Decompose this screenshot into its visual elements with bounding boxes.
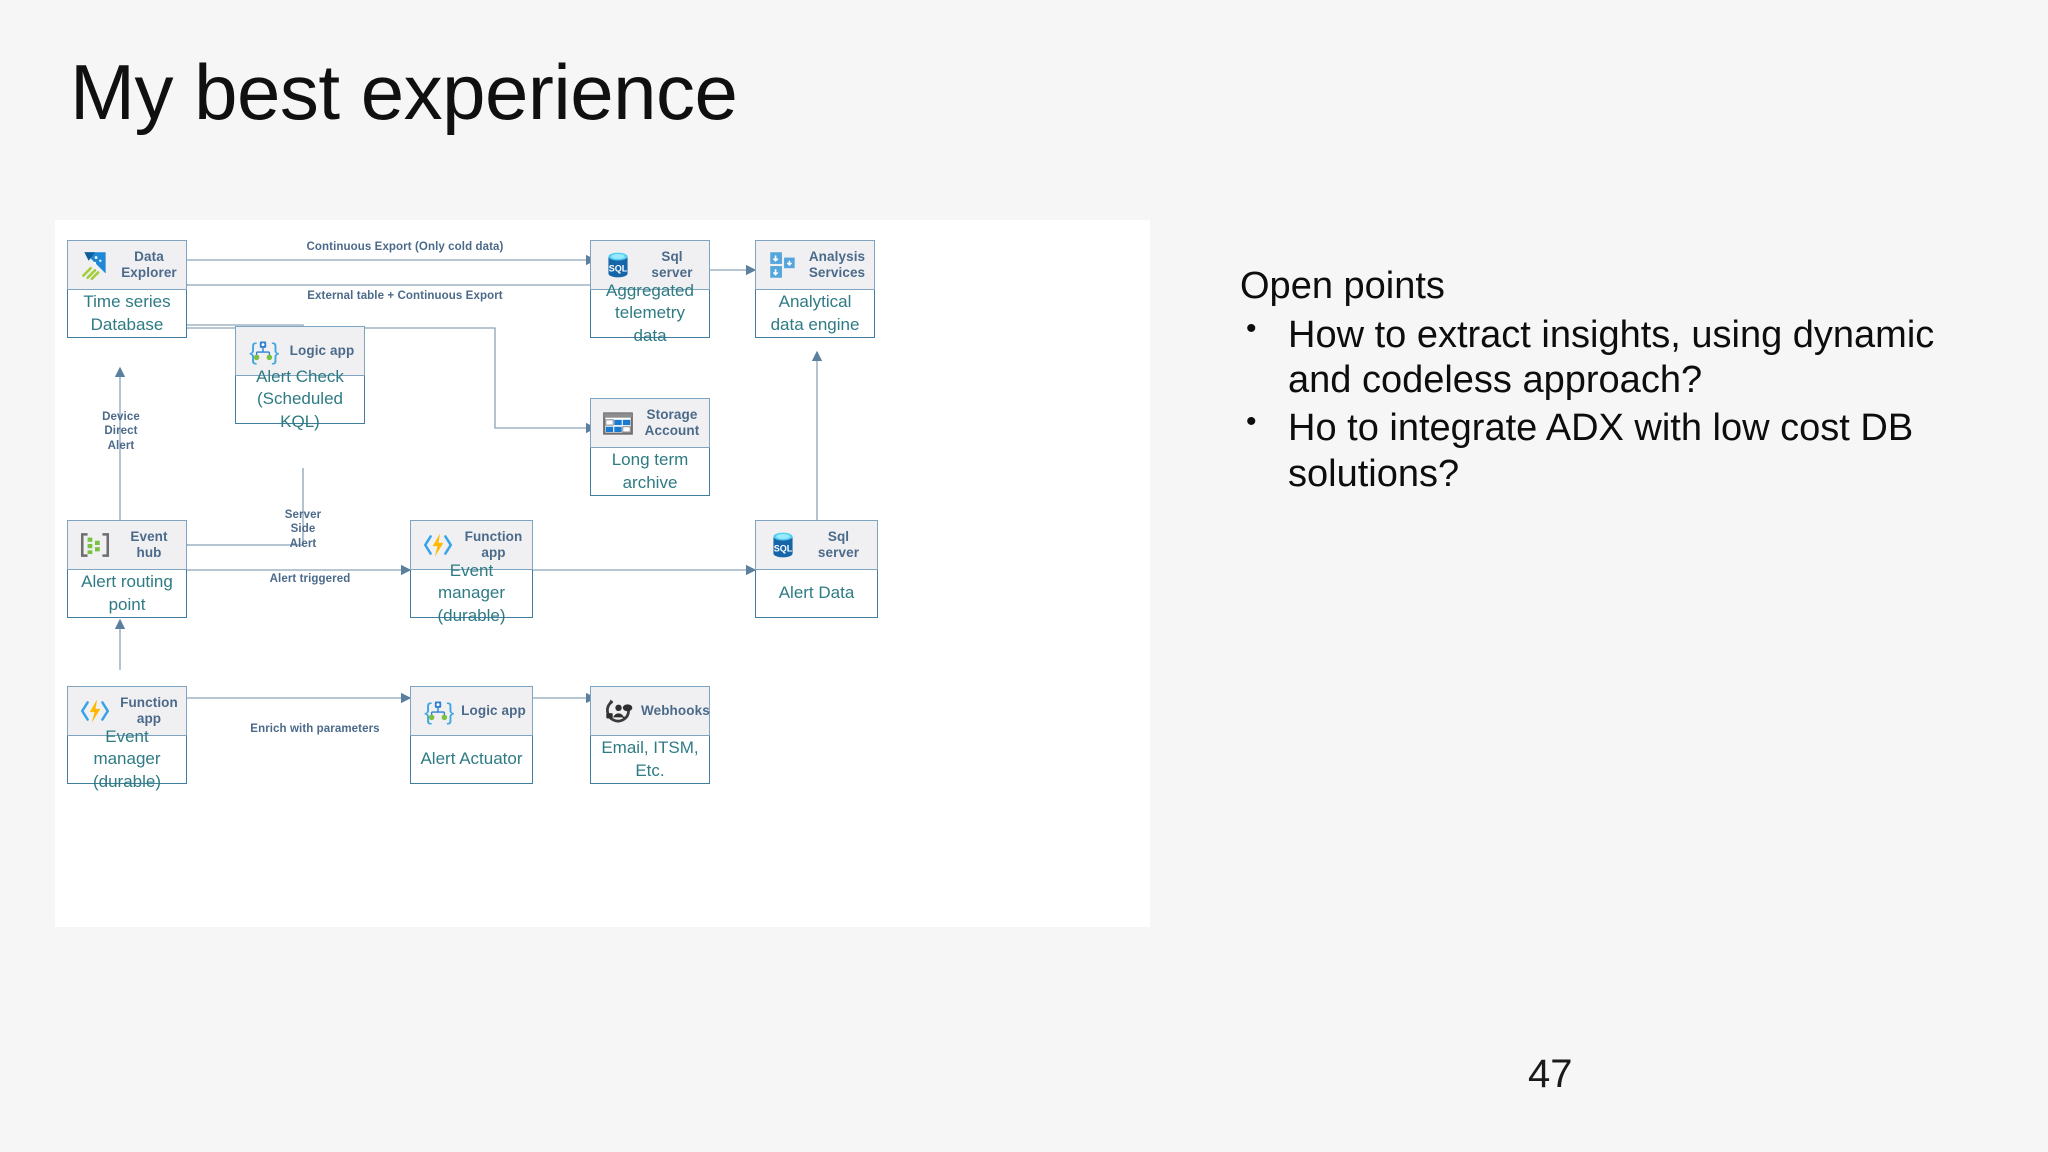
- page-number: 47: [1528, 1052, 1573, 1096]
- edge-label-server-side-alert: Server Side Alert: [284, 509, 322, 550]
- node-title: Sql server: [651, 249, 693, 280]
- storage-account-icon: [603, 412, 633, 435]
- edge-label-enrich-with-parameters: Enrich with parameters: [250, 723, 380, 735]
- node-body: Alert Actuator: [410, 736, 533, 784]
- svg-text:SQL: SQL: [609, 263, 628, 273]
- edge-label-device-direct-alert: Device Direct Alert: [102, 411, 140, 452]
- node-data-explorer[interactable]: Data Explorer Time series Database: [67, 240, 187, 338]
- node-body: Alert Check (Scheduled KQL): [235, 367, 365, 431]
- node-event-hub[interactable]: Event hub Alert routing point: [67, 520, 187, 618]
- node-header: Function app: [67, 686, 187, 736]
- node-storage-account[interactable]: Storage Account Long term archive: [590, 398, 710, 496]
- node-webhooks[interactable]: Webhooks Email, ITSM, Etc.: [590, 686, 710, 784]
- event-hub-icon: [80, 533, 110, 557]
- edge-label-alert-triggered: Alert triggered: [269, 573, 351, 585]
- node-sql-server-aggregated[interactable]: SQL Sql server Aggregated telemetry data: [590, 240, 710, 345]
- page-title: My best experience: [70, 48, 738, 136]
- svg-text:}: }: [272, 339, 280, 365]
- open-points-heading: Open points: [1240, 265, 1445, 307]
- node-logic-app-alert-check[interactable]: { } Logic app Alert Check (Scheduled KQL…: [235, 326, 365, 431]
- node-header: SQL Sql server: [590, 240, 710, 290]
- node-sql-server-alert-data[interactable]: SQL Sql server Alert Data: [755, 520, 878, 618]
- node-title: Sql server: [817, 529, 860, 560]
- node-logic-app-alert-actuator[interactable]: { } Logic app Alert Actuator: [410, 686, 533, 784]
- svg-text:{: {: [424, 699, 432, 725]
- node-header: Event hub: [67, 520, 187, 570]
- analysis-services-icon: [770, 252, 795, 278]
- node-header: { } Logic app: [410, 686, 533, 736]
- node-title: Webhooks: [641, 703, 710, 719]
- open-points-list: How to extract insights, using dynamic a…: [1240, 311, 1980, 497]
- node-header: Analysis Services: [755, 240, 875, 290]
- webhooks-icon: [606, 699, 633, 723]
- node-body: Long term archive: [590, 448, 710, 496]
- node-body: Analytical data engine: [755, 290, 875, 338]
- node-header: Function app: [410, 520, 533, 570]
- node-function-app-event-manager[interactable]: Function app Event manager (durable): [410, 520, 533, 625]
- node-title: Event hub: [130, 529, 168, 560]
- logic-app-icon: { }: [424, 699, 455, 725]
- function-app-icon: [423, 533, 453, 557]
- node-header: Storage Account: [590, 398, 710, 448]
- node-title: Logic app: [461, 703, 526, 719]
- edge-label-external-table: External table + Continuous Export: [307, 290, 503, 302]
- node-header: Webhooks: [590, 686, 710, 736]
- node-title: Logic app: [289, 343, 355, 359]
- node-body: Event manager (durable): [67, 727, 187, 791]
- node-header: SQL Sql server: [755, 520, 878, 570]
- sql-server-icon: SQL: [773, 532, 793, 558]
- list-item: Ho to integrate ADX with low cost DB sol…: [1240, 404, 1980, 497]
- node-analysis-services[interactable]: Analysis Services Analytical data engine: [755, 240, 875, 338]
- node-title: Analysis Services: [808, 249, 866, 280]
- architecture-diagram: Data Explorer Time series Database SQL S…: [55, 220, 1150, 927]
- node-header: { } Logic app: [235, 326, 365, 376]
- svg-text:{: {: [249, 339, 257, 365]
- node-body: Alert routing point: [67, 570, 187, 618]
- node-function-app-bottom[interactable]: Function app Event manager (durable): [67, 686, 187, 791]
- node-body: Time series Database: [67, 290, 187, 338]
- node-body: Aggregated telemetry data: [590, 281, 710, 345]
- list-item: How to extract insights, using dynamic a…: [1240, 311, 1980, 404]
- open-points-block: Open points How to extract insights, usi…: [1240, 264, 1980, 499]
- edge-label-continuous-export: Continuous Export (Only cold data): [306, 241, 504, 253]
- node-header: Data Explorer: [67, 240, 187, 290]
- logic-app-icon: { }: [249, 339, 280, 365]
- node-body: Event manager (durable): [410, 561, 533, 625]
- svg-text:SQL: SQL: [774, 543, 793, 553]
- node-title: Data Explorer: [121, 249, 177, 280]
- node-body: Email, ITSM, Etc.: [590, 736, 710, 784]
- node-body: Alert Data: [755, 570, 878, 618]
- azure-data-explorer-icon: [82, 252, 106, 281]
- node-title: Storage Account: [644, 407, 700, 438]
- function-app-icon: [80, 699, 110, 723]
- node-title: Function app: [464, 529, 523, 560]
- node-title: Function app: [120, 695, 178, 726]
- sql-server-icon: SQL: [608, 252, 628, 278]
- svg-text:}: }: [447, 699, 455, 725]
